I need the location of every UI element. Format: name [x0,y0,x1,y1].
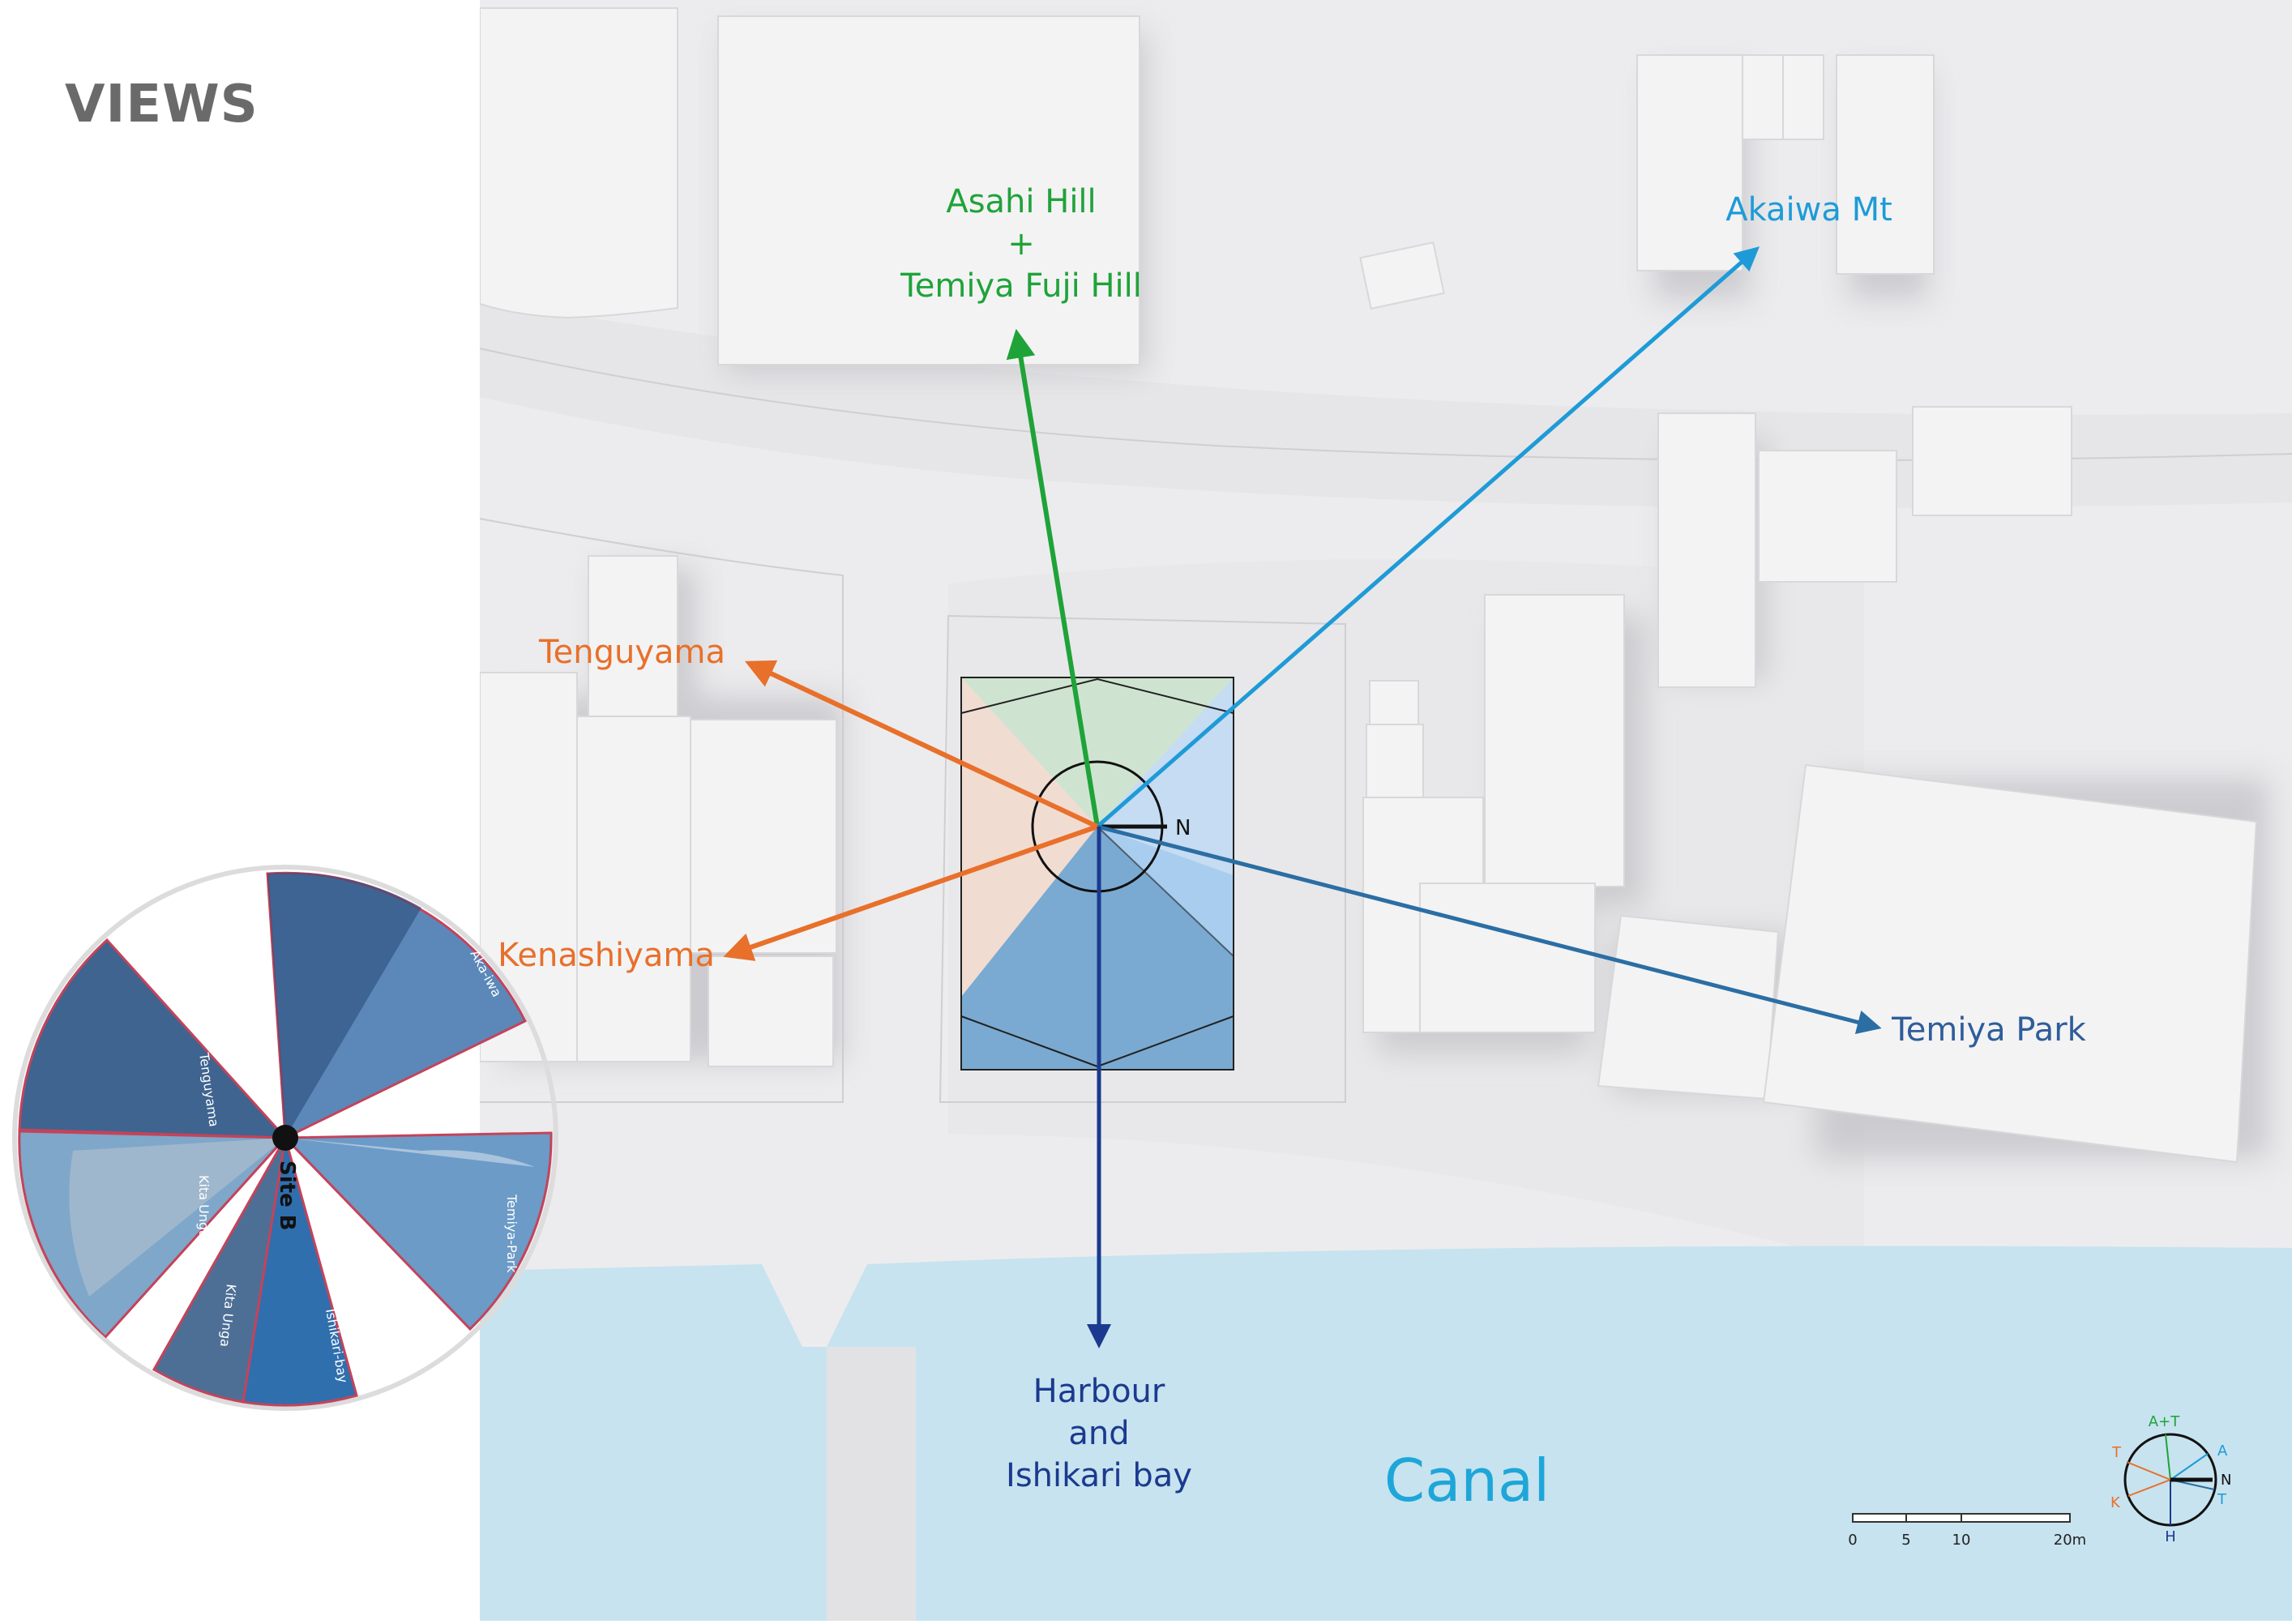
panorama-fan: Aka-iwa Tenguyama Kita Unga Kita Unga Is… [0,0,558,1621]
page-title: VIEWS [65,75,259,135]
mini-compass-at: A+T [2149,1413,2180,1430]
map-base [479,0,2292,1621]
label-harbour-line2: and [1068,1415,1129,1452]
mini-compass-north: N [2221,1472,2231,1489]
panorama-wedge-temiya-park [282,1131,553,1331]
arrow-tenguyama [744,660,1099,829]
view-labels: Asahi Hill + Temiya Fuji Hill Akaiwa Mt … [498,183,2087,1515]
label-harbour-line1: Harbour [1033,1373,1165,1410]
arrow-kenashiyama [723,824,1098,961]
panorama-wedge-kita-unga-1 [18,1130,289,1340]
scale-bar: 0 5 10 20m [1848,1513,2086,1549]
label-harbour-line3: Ishikari bay [1006,1457,1192,1494]
mini-compass-k: K [2110,1494,2121,1511]
label-asahi-line2: + [1007,225,1035,263]
label-asahi-line1: Asahi Hill [946,183,1096,220]
scale-tick-0: 0 [1848,1532,1857,1549]
arrow-asahi-hill [1006,328,1100,827]
panorama-label-kita-unga-1: Kita Unga [196,1175,212,1238]
label-tenguyama: Tenguyama [538,634,725,671]
scale-tick-20m: 20m [2054,1532,2086,1549]
scale-tick-5: 5 [1901,1532,1910,1549]
mini-compass-h: H [2165,1528,2176,1545]
mini-compass-t-right: T [2217,1491,2227,1508]
canal-label: Canal [1384,1447,1550,1515]
label-asahi-line3: Temiya Fuji Hill [900,267,1142,305]
label-kenashiyama: Kenashiyama [498,937,715,974]
mini-compass: N A+T A T T K H [2110,1413,2231,1545]
north-label: N [1175,816,1191,840]
arrow-akaiwa-mt [1096,246,1760,828]
mini-compass-a: A [2217,1442,2228,1459]
mini-compass-t-left: T [2111,1444,2122,1461]
panorama-wedge-tenguyama [18,938,289,1139]
view-arrows [723,246,1882,1348]
arrow-temiya-park [1097,824,1882,1035]
panorama-center-label: Site B [275,1160,299,1231]
label-akaiwa-mt: Akaiwa Mt [1725,191,1892,229]
scale-tick-10: 10 [1952,1532,1971,1549]
panorama-label-temiya-park: Temiya-Park [504,1194,520,1273]
panorama-wedge-ishikari-bay [242,1137,358,1407]
label-temiya-park: Temiya Park [1891,1011,2087,1049]
